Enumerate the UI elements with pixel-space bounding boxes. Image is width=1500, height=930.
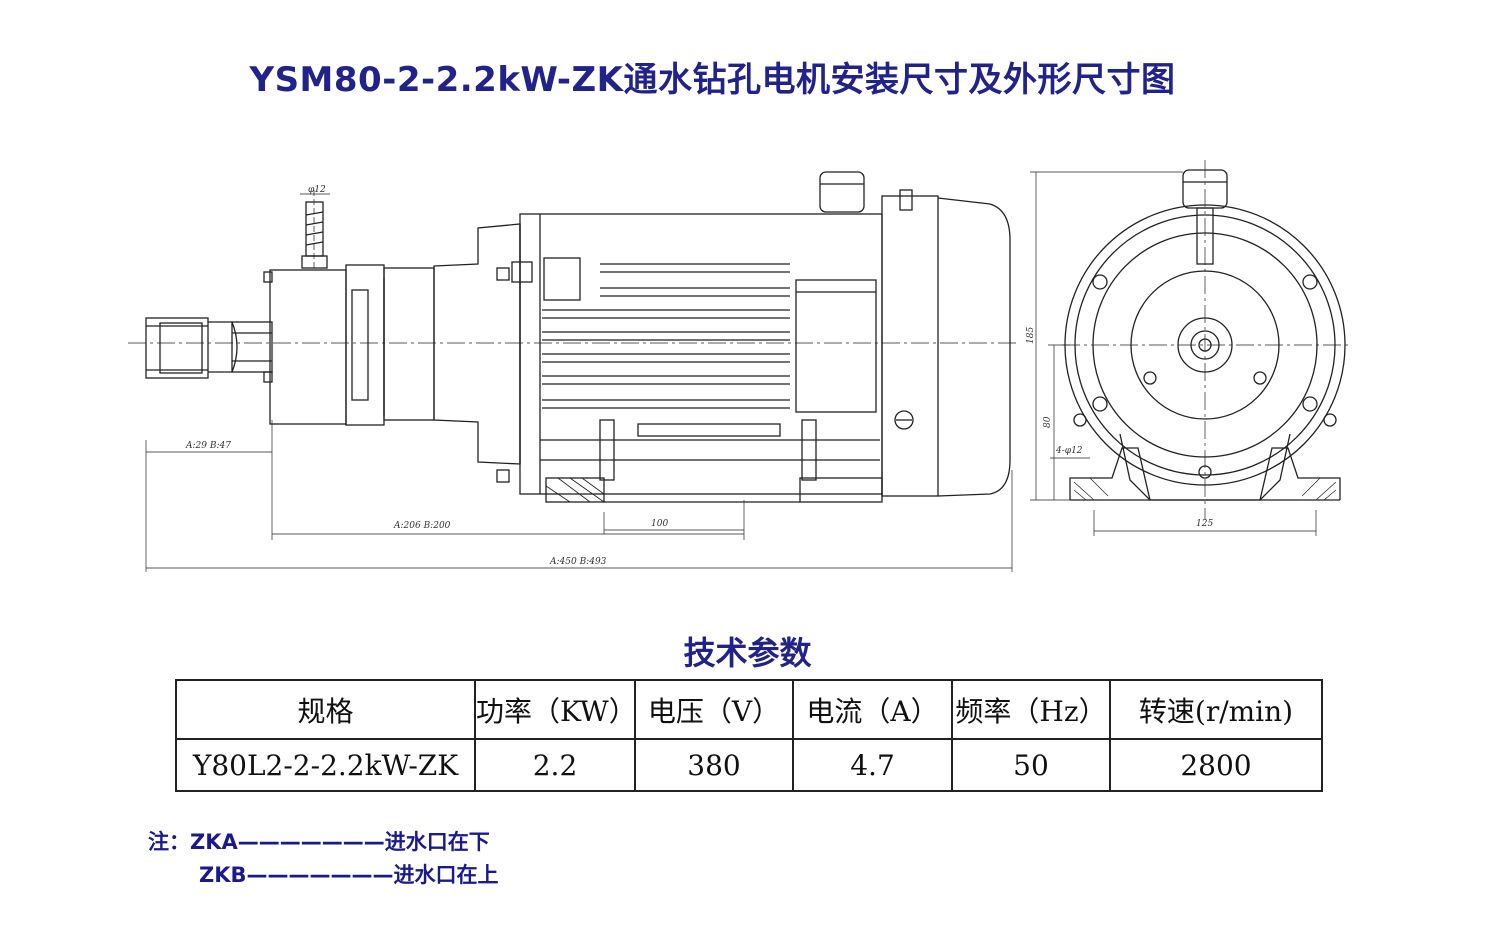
data-cell: 4.7: [792, 738, 953, 792]
dim-d3: 100: [651, 519, 668, 529]
note-line-2: ZKB———————进水口在上: [199, 863, 499, 887]
spec-header-row: 规格 功率（KW） 电压（V） 电流（A） 频率（Hz） 转速(r/min): [175, 679, 1323, 740]
header-cell: 功率（KW）: [474, 679, 637, 740]
header-cell: 电压（V）: [634, 679, 794, 740]
dim-holes: 4-φ12: [1055, 446, 1083, 456]
dim-d4: A:450 B:493: [549, 557, 607, 567]
dim-d1: A:29 B:47: [185, 441, 231, 451]
drill-chuck: [145, 317, 273, 379]
spec-table: 规格 功率（KW） 电压（V） 电流（A） 频率（Hz） 转速(r/min) Y…: [175, 679, 1323, 792]
dim-base-width: 125: [1196, 519, 1213, 529]
spec-section-title: 技术参数: [683, 634, 812, 672]
front-view: [1062, 160, 1350, 520]
dim-center-height: 80: [1043, 416, 1053, 428]
spec-data-row: Y80L2-2-2.2kW-ZK 2.2 380 4.7 50 2800: [175, 738, 1323, 792]
motor-feet: [545, 477, 883, 503]
header-cell: 规格: [175, 679, 476, 740]
dim-height: 185: [1026, 327, 1036, 344]
data-cell: 380: [634, 738, 794, 792]
data-cell: 50: [951, 738, 1111, 792]
note-line-1: 注：ZKA———————进水口在下: [148, 830, 490, 854]
front-end-bell: [433, 223, 521, 483]
header-cell: 转速(r/min): [1109, 679, 1323, 740]
header-cell: 频率（Hz）: [951, 679, 1111, 740]
terminal-box: [819, 171, 913, 213]
drawing-title: YSM80-2-2.2kW-ZK通水钻孔电机安装尺寸及外形尺寸图: [249, 60, 1176, 100]
data-cell: Y80L2-2-2.2kW-ZK: [175, 738, 476, 792]
dim-pipe-dia: φ12: [308, 185, 326, 195]
front-dimension-lines: [1030, 171, 1317, 536]
notes: 注：ZKA———————进水口在下 ZKB———————进水口在上: [148, 826, 499, 892]
motor-drawing: φ12 A:29 B:47 A:206 B:200 100 A:450 B:49…: [128, 160, 1350, 572]
data-cell: 2800: [1109, 738, 1323, 792]
header-cell: 电流（A）: [792, 679, 953, 740]
water-jacket: [263, 264, 435, 426]
motor-body: [511, 213, 883, 495]
side-dimension-lines: [145, 193, 1013, 572]
water-inlet-pipe: [301, 190, 328, 270]
dim-d2: A:206 B:200: [393, 521, 451, 531]
data-cell: 2.2: [474, 738, 636, 792]
fan-cover: [881, 195, 1011, 497]
